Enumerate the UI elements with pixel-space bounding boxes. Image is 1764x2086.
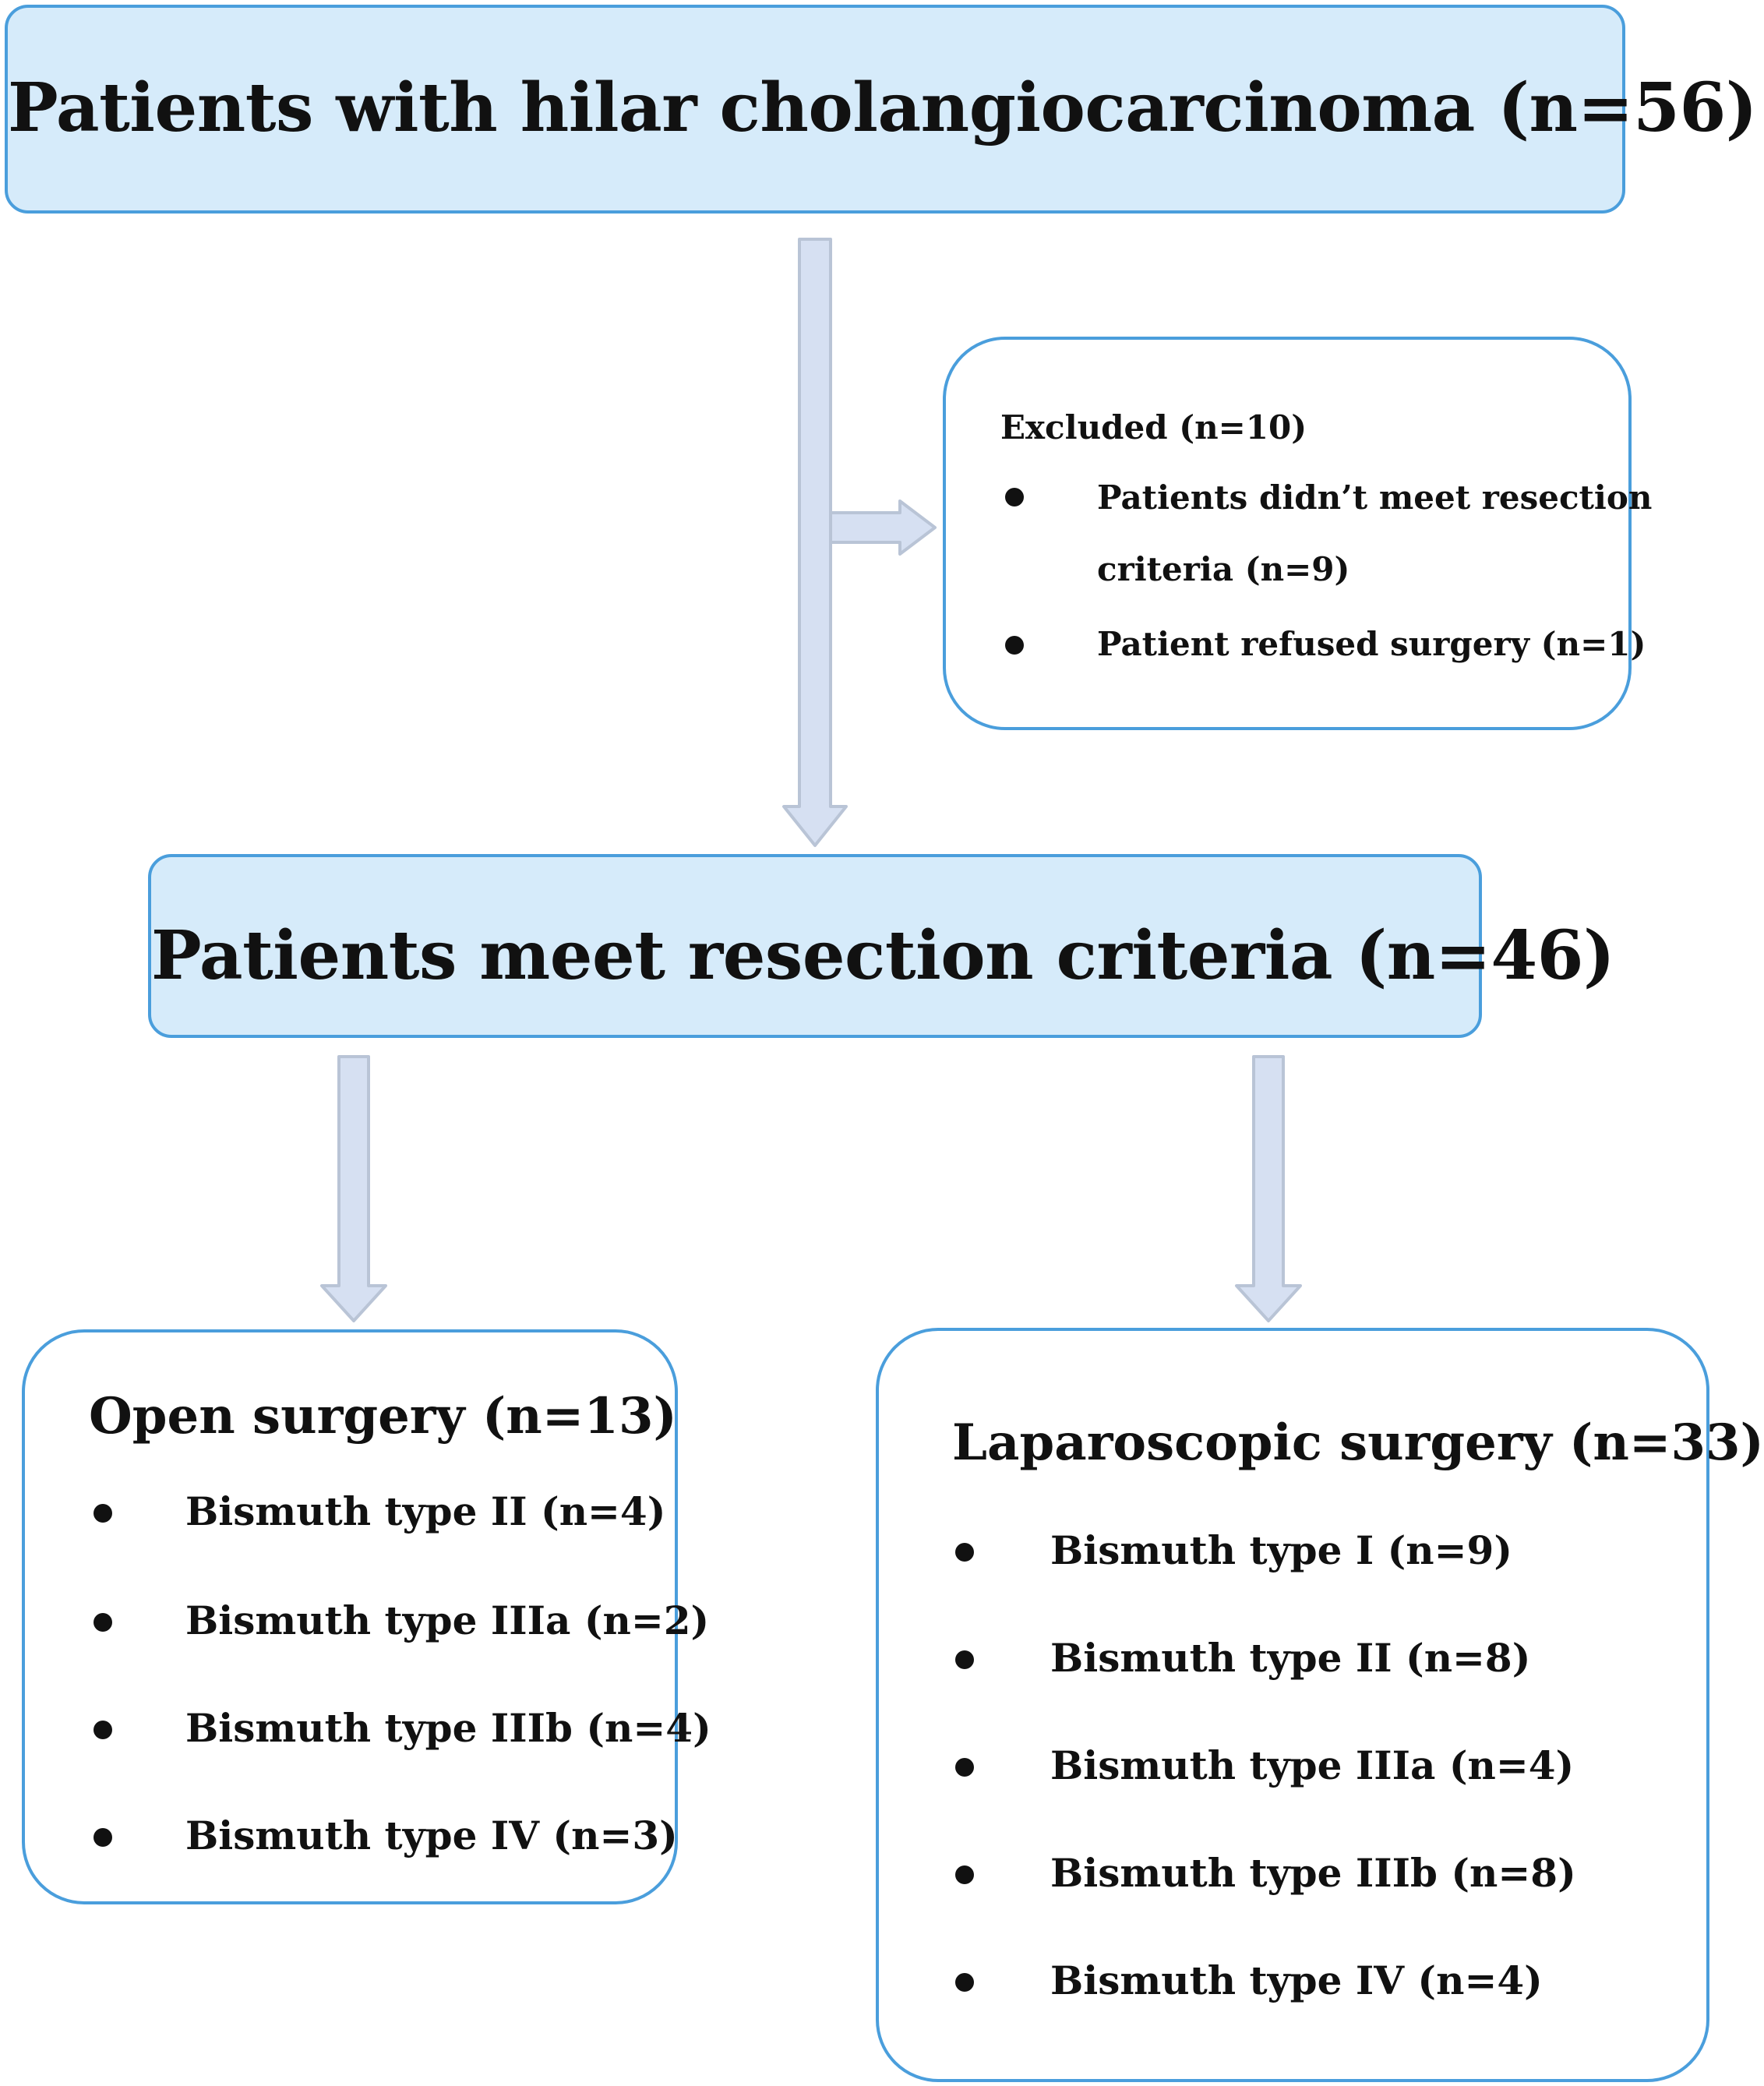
lap-item-3: Bismuth type IIIa (n=4): [1050, 1742, 1575, 1788]
bullet-icon: [93, 1613, 112, 1632]
resection-criteria-box: Patients meet resection criteria (n=46): [148, 854, 1615, 1038]
resection-criteria-title: Patients meet resection criteria (n=46): [151, 916, 1615, 995]
open-item-2: Bismuth type IIIa (n=2): [185, 1597, 710, 1643]
bullet-icon: [955, 1650, 974, 1669]
open-surgery-box: Open surgery (n=13) Bismuth type II (n=4…: [22, 1329, 711, 1904]
lap-item-5: Bismuth type IV (n=4): [1050, 1957, 1543, 2003]
excluded-item-1-line-2: criteria (n=9): [1097, 550, 1350, 588]
bullet-icon: [1005, 488, 1024, 506]
lap-item-1: Bismuth type I (n=9): [1050, 1527, 1512, 1573]
open-item-1: Bismuth type II (n=4): [185, 1488, 666, 1534]
excluded-title: Excluded (n=10): [1000, 408, 1307, 446]
bullet-icon: [955, 1865, 974, 1884]
bullet-icon: [1005, 636, 1024, 655]
open-item-4: Bismuth type IV (n=3): [185, 1812, 678, 1858]
lap-item-2: Bismuth type II (n=8): [1050, 1635, 1531, 1681]
arrow-to-excluded: [829, 499, 937, 556]
excluded-item-2: Patient refused surgery (n=1): [1097, 625, 1646, 663]
bullet-icon: [93, 1721, 112, 1739]
total-patients-box: Patients with hilar cholangiocarcinoma (…: [5, 5, 1758, 214]
open-surgery-title: Open surgery (n=13): [89, 1387, 677, 1445]
bullet-icon: [955, 1973, 974, 1992]
bullet-icon: [93, 1828, 112, 1847]
bullet-icon: [955, 1543, 974, 1562]
arrow-to-open-surgery: [320, 1055, 387, 1322]
flow-arrows: [320, 238, 1302, 1322]
excluded-box: Excluded (n=10) Patients didn’t meet res…: [943, 337, 1652, 730]
laparoscopic-surgery-box: Laparoscopic surgery (n=33) Bismuth type…: [876, 1328, 1764, 2082]
lap-item-4: Bismuth type IIIb (n=8): [1050, 1850, 1576, 1896]
open-item-3: Bismuth type IIIb (n=4): [185, 1705, 711, 1751]
laparoscopic-surgery-title: Laparoscopic surgery (n=33): [952, 1414, 1764, 1472]
excluded-item-1-line-1: Patients didn’t meet resection: [1097, 478, 1653, 517]
bullet-icon: [955, 1758, 974, 1777]
arrow-to-resection: [782, 238, 848, 847]
arrow-to-laparoscopic-surgery: [1235, 1055, 1302, 1322]
bullet-icon: [93, 1504, 112, 1523]
total-patients-title: Patients with hilar cholangiocarcinoma (…: [8, 69, 1758, 147]
